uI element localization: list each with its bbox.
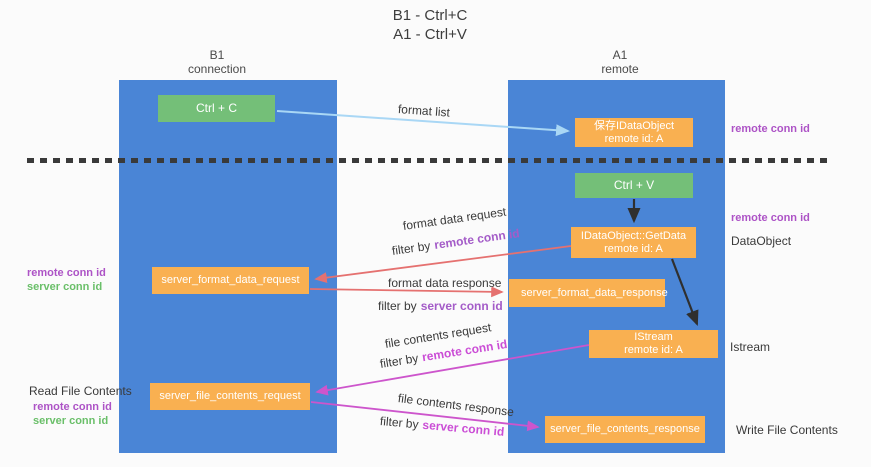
left-conn-id-block-bottom: remote conn id server conn id <box>33 400 112 428</box>
ctrl-v-node: Ctrl + V <box>575 173 693 198</box>
session-separator-dashed-line <box>27 158 833 163</box>
right-remote-conn-id-label-top: remote conn id <box>731 123 810 135</box>
server-format-data-response-node: server_format_data_response <box>509 279 668 307</box>
a1-column-header: A1 remote <box>555 48 685 76</box>
server-file-contents-request-node: server_file_contents_request <box>150 383 310 410</box>
a1-column-name: A1 <box>612 48 628 62</box>
istream-node-line2: remote id: A <box>624 344 683 356</box>
file-contents-response-label: file contents response <box>397 391 515 420</box>
right-remote-conn-id-label-mid: remote conn id <box>731 212 810 224</box>
filter-by-text: filter by <box>378 299 417 313</box>
left-conn-id-block: remote conn id server conn id <box>27 266 106 294</box>
filter-by-text: filter by <box>378 351 420 371</box>
format-list-label: format list <box>397 102 451 120</box>
istream-label: Istream <box>730 340 771 354</box>
a1-column-subtitle: remote <box>601 62 639 76</box>
filter-by-text: filter by <box>391 238 432 258</box>
save-idataobject-line2: remote id: A <box>604 132 664 145</box>
server-conn-id-text: server conn id <box>421 417 505 439</box>
format-data-request-label: format data request <box>402 204 508 233</box>
format-data-response-label: format data response <box>388 276 502 290</box>
b1-column-subtitle: connection <box>187 62 247 76</box>
left-server-conn-id-label: server conn id <box>27 281 103 293</box>
istream-node: IStream remote id: A <box>589 330 718 358</box>
diagram-title-line2: A1 - Ctrl+V <box>393 26 467 43</box>
idataobject-getdata-node: IDataObject::GetData remote id: A <box>571 227 696 258</box>
left-remote-conn-id-label: remote conn id <box>27 267 106 279</box>
diagram-title-line1: B1 - Ctrl+C <box>392 7 468 24</box>
left-remote-conn-id-label-2: remote conn id <box>33 401 112 413</box>
server-file-contents-response-node: server_file_contents_response <box>545 416 705 443</box>
read-file-contents-label: Read File Contents <box>29 384 132 398</box>
idataobject-getdata-line1: IDataObject::GetData <box>580 229 687 242</box>
left-server-conn-id-label-2: server conn id <box>33 415 109 427</box>
istream-node-line1: IStream <box>634 331 673 343</box>
b1-column-name: B1 <box>209 48 225 62</box>
diagram-title: B1 - Ctrl+C A1 - Ctrl+V <box>330 6 530 44</box>
save-idataobject-line1: 保存IDataObject <box>593 119 675 132</box>
server-conn-id-text: server conn id <box>420 299 503 313</box>
dataobject-label: DataObject <box>731 234 792 248</box>
b1-column-header: B1 connection <box>152 48 282 76</box>
idataobject-getdata-line2: remote id: A <box>604 242 663 255</box>
ctrl-c-node: Ctrl + C <box>158 95 275 122</box>
write-file-contents-label: Write File Contents <box>736 423 838 437</box>
save-idataobject-node: 保存IDataObject remote id: A <box>575 118 693 147</box>
filter-by-text: filter by <box>379 414 420 432</box>
server-format-data-request-node: server_format_data_request <box>152 267 309 294</box>
